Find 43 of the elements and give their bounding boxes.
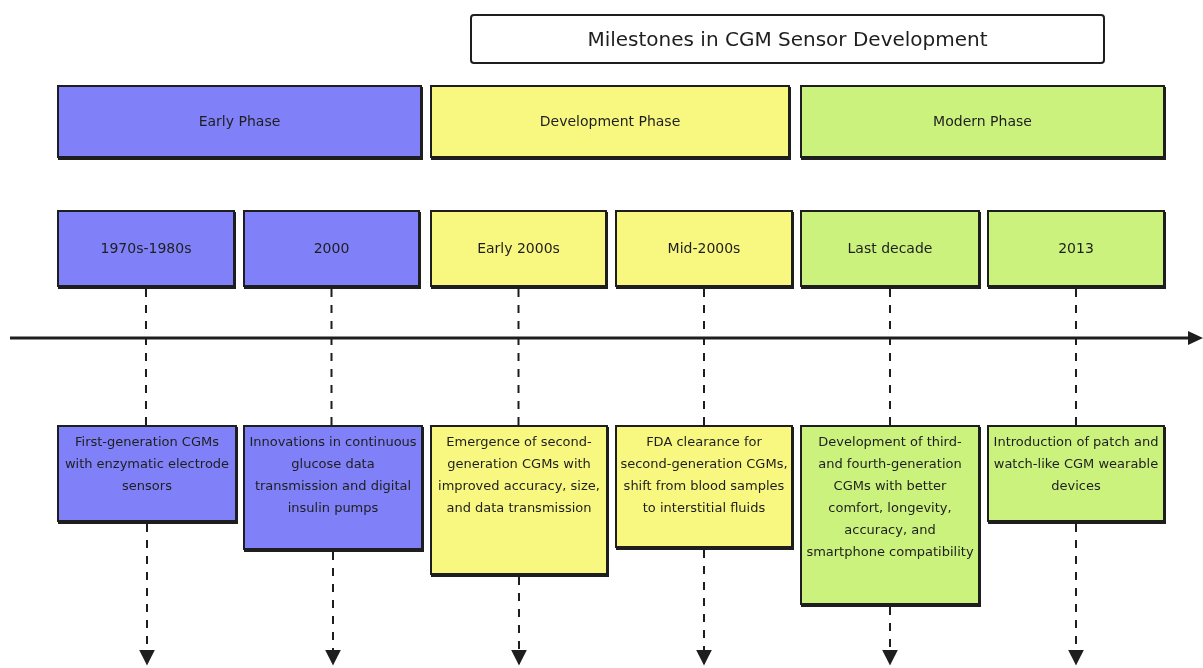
milestone-box — [243, 425, 423, 550]
milestone-text: Emergence of second-generation CGMs with improved accuracy, size, and data transmission — [437, 433, 601, 517]
connector-line — [1075, 288, 1077, 426]
milestone-box — [57, 425, 237, 522]
milestone-box — [987, 425, 1165, 522]
milestone-text: FDA clearance for second-generation CGMs, shift from blood samples to interstitial fluids — [620, 433, 788, 517]
milestone-text: Innovations in continuous glucose data transmission and digital insulin pumps — [248, 433, 418, 517]
title: Milestones in CGM Sensor Development — [470, 14, 1105, 64]
phase-box — [800, 85, 1165, 158]
milestone-box — [800, 425, 980, 605]
arrow — [1068, 523, 1084, 666]
arrow — [882, 606, 898, 666]
period-label: Last decade — [847, 239, 933, 258]
phase-label: Early Phase — [198, 112, 281, 131]
phase-label: Modern Phase — [933, 112, 1032, 131]
period-box — [800, 210, 980, 287]
milestone-text: Introduction of patch and watch-like CGM wearable devices — [992, 433, 1160, 495]
milestone-box — [430, 425, 608, 575]
connector-line — [889, 288, 891, 426]
connector-line — [145, 288, 147, 426]
period-label: 1970s-1980s — [100, 239, 192, 258]
arrow — [139, 523, 155, 666]
arrow — [325, 551, 341, 666]
phase-box — [430, 85, 790, 158]
period-box — [57, 210, 235, 287]
period-box — [430, 210, 607, 287]
connector-line — [703, 288, 705, 426]
period-box — [243, 210, 420, 287]
period-label: Mid-2000s — [667, 239, 741, 258]
milestone-text: First-generation CGMs with enzymatic electrode sensors — [63, 433, 231, 495]
period-box — [615, 210, 793, 287]
milestone-text: Development of third- and fourth-generation CGMs with better comfort, longevity, accuracy, and smartphone compatibility — [805, 433, 975, 561]
milestone-box — [615, 425, 793, 548]
period-label: Early 2000s — [477, 239, 560, 258]
period-label: 2000 — [313, 239, 350, 258]
phase-label: Development Phase — [539, 112, 681, 131]
connector-line — [330, 288, 333, 426]
period-label: 2013 — [1058, 239, 1094, 258]
connector-line — [517, 288, 520, 426]
phase-box — [57, 85, 422, 158]
arrow — [511, 576, 527, 666]
period-box — [987, 210, 1165, 287]
arrow — [696, 549, 712, 666]
